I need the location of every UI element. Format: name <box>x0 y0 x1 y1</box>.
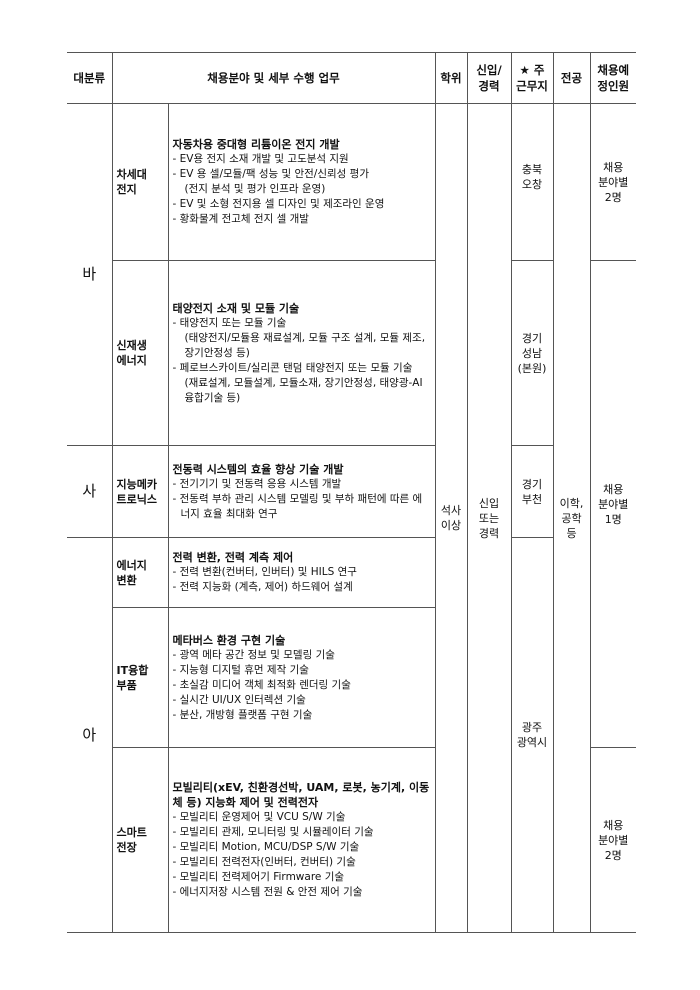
table-row: 사 지능메카 트로닉스 전동력 시스템의 효율 향상 기술 개발- 전기기기 및… <box>67 445 636 538</box>
duty-item: - 태양전지 또는 모듈 기술 <box>172 316 287 329</box>
duty-item: - 지능형 디지털 휴먼 제작 기술 <box>172 663 309 676</box>
header-degree: 학위 <box>434 52 468 104</box>
field-cell: 차세대 전지 <box>111 103 169 261</box>
duty-cell: 전동력 시스템의 효율 향상 기술 개발- 전기기기 및 전동력 응용 시스템 … <box>167 445 436 538</box>
duty-title: 모빌리티(xEV, 친환경선박, UAM, 로봇, 농기계, 이동체 등) 지능… <box>172 781 430 809</box>
duty-cell: 메타버스 환경 구현 기술- 광역 메타 공간 정보 및 모델링 기술 - 지능형… <box>167 607 435 748</box>
duty-title: 전력 변환, 전력 계측 제어 <box>172 551 294 564</box>
table-row: IT융합 부품 메타버스 환경 구현 기술- 광역 메타 공간 정보 및 모델링… <box>67 607 636 748</box>
location-cell: 경기 성남 (본원) <box>510 260 554 446</box>
table-row: 아 에너지 변환 전력 변환, 전력 계측 제어 - 전력 변환(컨버터, 인버터… <box>67 537 636 933</box>
duty-cell: 태양전지 소재 및 모듈 기술- 태양전지 또는 모듈 기술 (태양전지/모듈용 … <box>167 260 436 446</box>
duty-item: - 광역 메타 공간 정보 및 모델링 기술 <box>172 648 335 661</box>
duty-title: 태양전지 소재 및 모듈 기술 <box>172 301 300 315</box>
header-headcount: 채용예 정인원 <box>589 52 636 104</box>
duty-item: - 실시간 UI/UX 인터렉션 기술 <box>172 693 306 706</box>
duty-item: - EV 용 셀/모듈/팩 성능 및 안전/신뢰성 평가 <box>172 168 369 180</box>
degree-cell: 석사 이상 <box>434 103 468 933</box>
career-cell: 신입 또는 경력 <box>466 103 512 933</box>
field-cell: 지능메카 트로닉스 <box>111 445 169 538</box>
duty-item: - 모빌리티 관제, 모니터링 및 시뮬레이터 기술 <box>172 826 374 838</box>
field-cell: 신재생 에너지 <box>112 260 169 446</box>
duty-item: - 페로브스카이트/실리콘 탠덤 태양전지 또는 모듈 기술 <box>172 361 413 374</box>
duty-cell: 전력 변환, 전력 계측 제어 - 전력 변환(컨버터, 인버터) 및 HILS … <box>167 537 436 608</box>
header-row: 대분류 채용분야 및 세부 수행 업무 학위 신입/ 경력 ★ 주 근무지 전공… <box>67 52 636 104</box>
duty-item: (전지 분석 및 평가 인프라 운영) <box>184 183 326 195</box>
duty-item: - 전동력 부하 관리 시스템 모델링 및 부하 패턴에 따른 에너지 효율 최… <box>172 492 423 520</box>
headcount-cell: 채용 분야별 1명 <box>589 260 636 748</box>
category-cell: 바 <box>67 103 113 446</box>
table-row: 바 차세대 전지 자동차용 중대형 리튬이온 전지 개발 - EV용 전지 소재 … <box>67 103 636 933</box>
duty-item: - 에너지저장 시스템 전원 & 안전 제어 기술 <box>172 886 363 898</box>
headcount-cell: 채용 분야별 2명 <box>589 103 636 261</box>
duty-title: 전동력 시스템의 효율 향상 기술 개발 <box>172 462 344 476</box>
field-cell: 에너지 변환 <box>111 537 169 608</box>
field-cell: IT융합 부품 <box>112 607 169 748</box>
duty-item: - 분산, 개방형 플랫폼 구현 기술 <box>172 708 313 721</box>
header-field-duty: 채용분야 및 세부 수행 업무 <box>111 52 436 104</box>
duty-cell: 모빌리티(xEV, 친환경선박, UAM, 로봇, 농기계, 이동체 등) 지능… <box>167 747 436 933</box>
header-category: 대분류 <box>67 52 113 104</box>
duty-title: 자동차용 중대형 리튬이온 전지 개발 <box>172 138 340 151</box>
duty-cell: 자동차용 중대형 리튬이온 전지 개발 - EV용 전지 소재 개발 및 고도분석… <box>167 103 436 261</box>
duty-item: - 전력 지능화 (계측, 제어) 하드웨어 설계 <box>172 581 353 593</box>
header-major: 전공 <box>552 52 591 104</box>
duty-item: (태양전지/모듈용 재료설계, 모듈 구조 설계, 모듈 제조, 장기안정성 등… <box>184 331 426 359</box>
duty-title: 메타버스 환경 구현 기술 <box>172 633 286 647</box>
duty-item: - EV 및 소형 전지용 셀 디자인 및 제조라인 운영 <box>172 198 385 210</box>
duty-item: - 모빌리티 운영제어 및 VCU S/W 기술 <box>172 811 346 823</box>
duty-item: - 황화물계 전고체 전지 셀 개발 <box>172 213 309 225</box>
headcount-cell: 채용 분야별 2명 <box>589 747 636 933</box>
category-cell: 사 <box>67 445 113 538</box>
header-career: 신입/ 경력 <box>466 52 512 104</box>
major-cell: 이학, 공학 등 <box>552 103 591 933</box>
duty-item: - 모빌리티 전력전자(인버터, 컨버터) 기술 <box>172 856 356 868</box>
duty-item: (재료설계, 모듈설계, 모듈소재, 장기안정성, 태양광-AI 융합기술 등) <box>184 376 423 404</box>
duty-item: - 전력 변환(컨버터, 인버터) 및 HILS 연구 <box>172 566 357 578</box>
location-cell: 경기 부천 <box>510 445 553 538</box>
duty-item: - 전기기기 및 전동력 응용 시스템 개발 <box>172 477 342 490</box>
recruitment-table: 대분류 채용분야 및 세부 수행 업무 학위 신입/ 경력 ★ 주 근무지 전공… <box>67 52 636 933</box>
duty-item: - 모빌리티 전력제어기 Firmware 기술 <box>172 871 345 883</box>
header-location: ★ 주 근무지 <box>510 52 554 104</box>
table-row: 신재생 에너지 태양전지 소재 및 모듈 기술- 태양전지 또는 모듈 기술 (태… <box>67 260 636 748</box>
duty-item: - 모빌리티 Motion, MCU/DSP S/W 기술 <box>172 841 360 853</box>
category-cell: 아 <box>67 537 113 933</box>
duty-item: - EV용 전지 소재 개발 및 고도분석 지원 <box>172 153 349 165</box>
table-row: 스마트 전장 모빌리티(xEV, 친환경선박, UAM, 로봇, 농기계, 이동… <box>67 747 636 933</box>
location-cell: 충북 오창 <box>510 103 554 261</box>
duty-item: - 초실감 미디어 객체 최적화 렌더링 기술 <box>172 678 351 691</box>
field-cell: 스마트 전장 <box>112 747 169 933</box>
location-cell: 광주 광역시 <box>510 537 553 933</box>
